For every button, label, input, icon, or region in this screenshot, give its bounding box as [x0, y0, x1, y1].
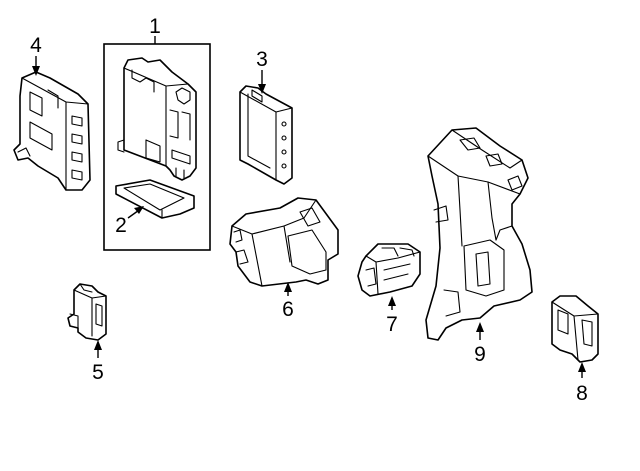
callout-3-arrowhead [258, 84, 266, 94]
callout-7-arrowhead [388, 296, 396, 306]
callout-2: 2 [115, 214, 127, 237]
part-2-cover-tray[interactable] [115, 179, 195, 219]
part-9-mounting-frame[interactable] [425, 127, 533, 341]
part-6-relay-box[interactable] [229, 197, 339, 287]
callout-6: 6 [282, 298, 294, 321]
callout-4: 4 [30, 34, 42, 57]
part-8-relay[interactable] [551, 295, 599, 363]
callout-3: 3 [256, 48, 268, 71]
part-7-relay-block[interactable] [357, 243, 421, 297]
callout-7: 7 [386, 313, 398, 336]
callout-8-arrowhead [578, 362, 586, 372]
callout-6-arrowhead [284, 282, 292, 292]
callout-1: 1 [149, 15, 161, 38]
callout-9-arrowhead [476, 322, 484, 332]
callout-9: 9 [474, 343, 486, 366]
callout-5: 5 [92, 361, 104, 384]
callout-8: 8 [576, 382, 588, 405]
part-3-control-module[interactable] [239, 85, 293, 185]
part-1-group-frame [103, 43, 211, 251]
callout-4-arrowhead [32, 66, 40, 76]
part-1-junction-block[interactable] [117, 57, 197, 181]
callout-5-arrowhead [94, 340, 102, 350]
part-5-relay[interactable] [67, 283, 107, 341]
part-4-mounting-bracket[interactable] [13, 71, 91, 191]
callout-2-arrowhead [134, 206, 144, 214]
